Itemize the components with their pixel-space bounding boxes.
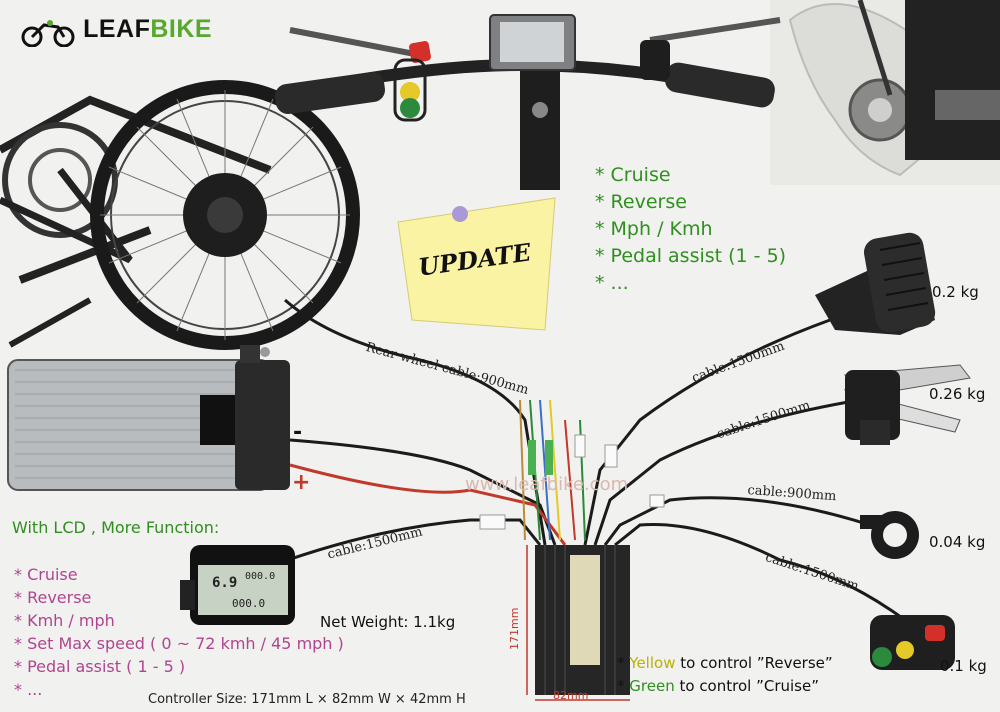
battery [7,345,290,491]
controller-weight: Net Weight: 1.1kg [320,613,456,631]
pas-weight: 0.04 kg [929,533,986,551]
feature-item: * ... [595,272,629,294]
lcd-bottom-readout: 000.0 [232,597,266,610]
lcd-feature-item: * Reverse [14,588,92,607]
connectors [479,434,665,530]
lcd-feature-list: * Cruise * Reverse * Kmh / mph * Set Max… [14,563,344,701]
feature-item: * Mph / Kmh [595,218,713,240]
note-cruise: * Green to control ”Cruise” [617,677,819,695]
note-yellow-word: Yellow [629,654,676,672]
throttle-weight: 0.2 kg [932,283,979,301]
lcd-feature-item: * ... [14,680,43,699]
battery-plus-label: + [292,470,311,495]
bike-wheel [0,80,360,350]
lcd-top-right-readout: 000.0 [245,571,276,582]
controller-width-dim: 82mm [553,689,589,702]
feature-item: * Reverse [595,191,687,213]
brake-weight: 0.26 kg [929,385,986,403]
lcd-feature-item: * Kmh / mph [14,611,115,630]
handlebar [275,14,781,190]
throttle [815,232,936,335]
logo-icon [20,19,78,47]
controller-size-text: Controller Size: 171mm L × 82mm W × 42mm… [148,692,466,707]
controller [526,545,630,701]
lcd-speed-readout: 6.9 [212,575,238,591]
controller-height-dim: 171mm [508,607,521,650]
sticky-note [397,197,556,331]
cables [209,298,931,642]
brake-photo [770,0,1000,185]
feature-item: * Pedal assist (1 - 5) [595,245,787,267]
features-top-list: * Cruise * Reverse * Mph / Kmh * Pedal a… [595,162,786,297]
lcd-feature-item: * Cruise [14,565,78,584]
brake-lever [843,364,971,445]
lcd-section-heading: With LCD , More Function: [12,518,220,537]
battery-minus-label: - [293,420,303,445]
switch-weight: 0.1 kg [940,657,987,675]
watermark: www.leafbike.com [465,474,629,495]
logo-text: LEAFBIKE [83,15,213,43]
note-reverse: * Yellow to control ”Reverse” [617,654,833,672]
lcd-feature-item: * Pedal assist ( 1 - 5 ) [14,657,186,676]
note-green-word: Green [629,677,675,695]
logo[interactable]: LEAFBIKE [20,15,212,47]
lcd-display [180,545,295,625]
function-switch [870,615,955,670]
lcd-feature-item: * Set Max speed ( 0 ~ 72 kmh / 45 mph ) [14,634,344,653]
pas-sensor [860,511,919,559]
feature-item: * Cruise [595,164,671,186]
